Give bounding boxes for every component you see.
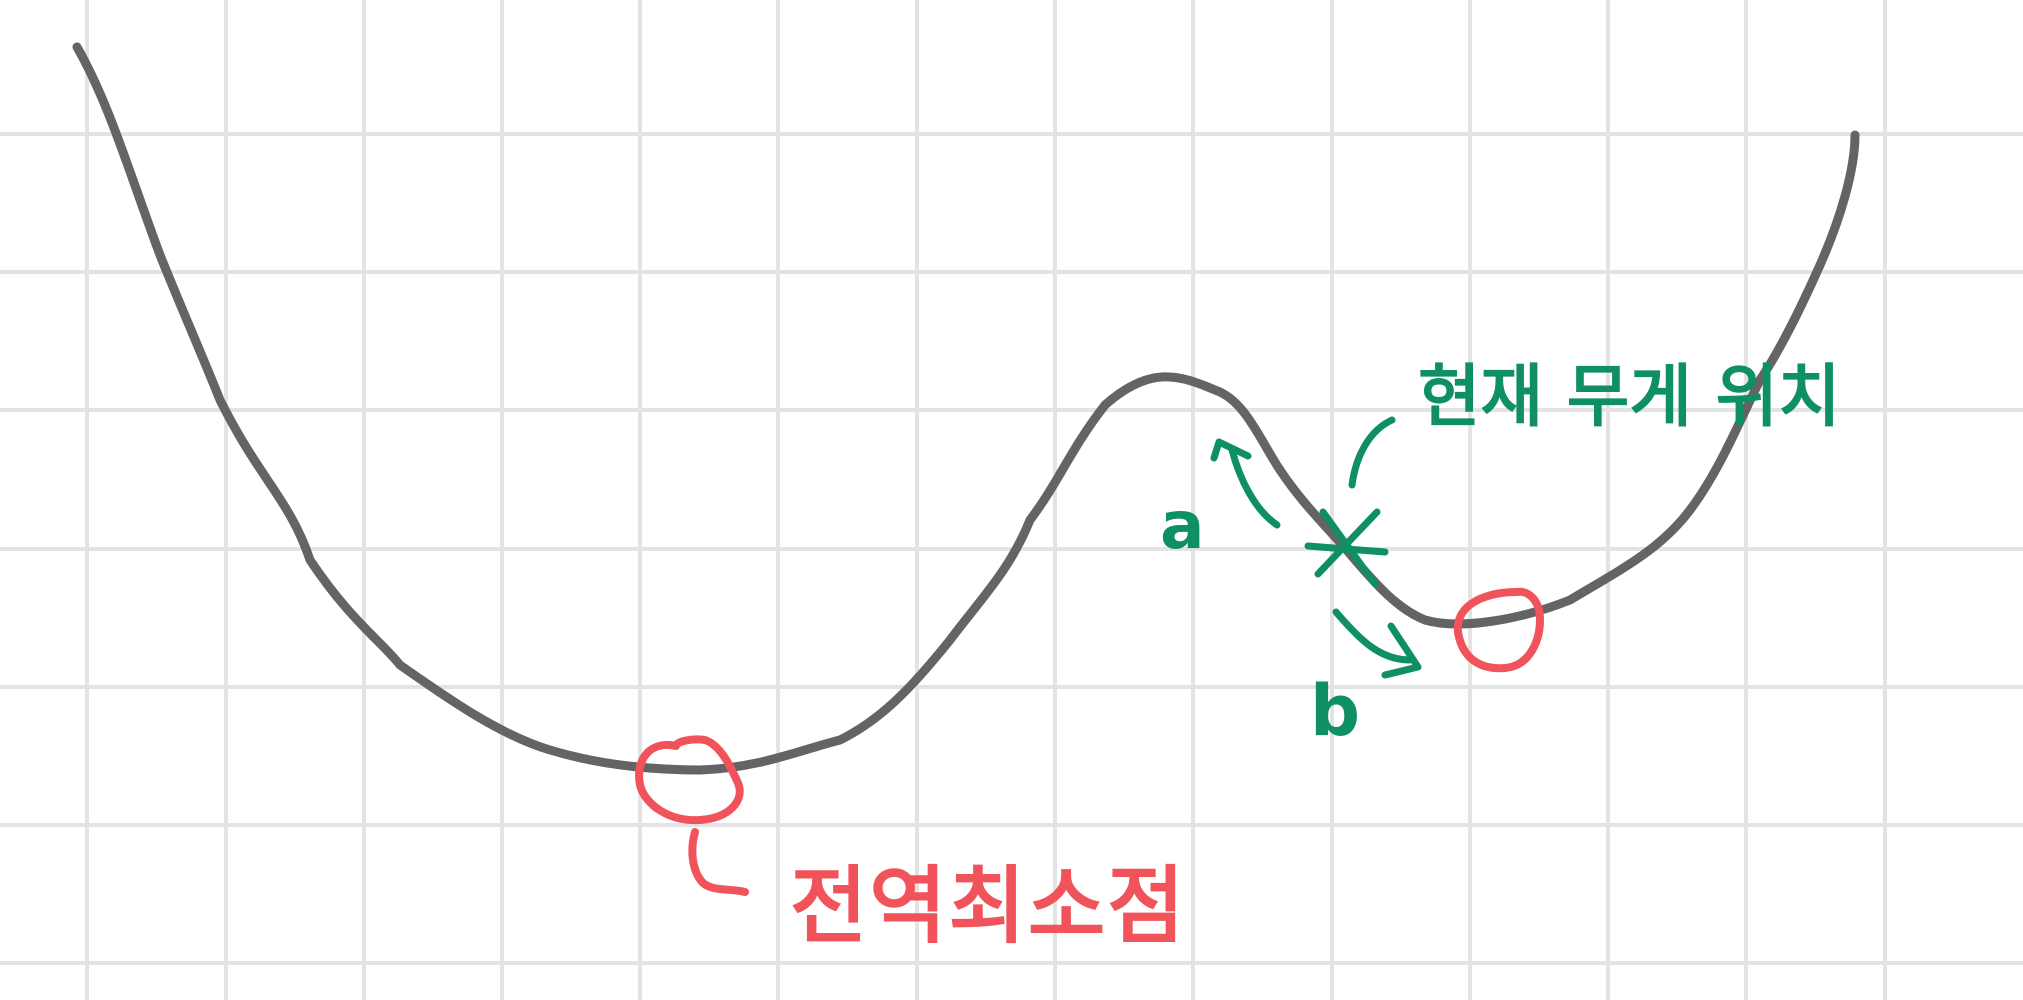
global-minimum-pointer — [688, 828, 749, 896]
current-position-pointer — [1348, 416, 1396, 489]
direction-a-label: a — [1160, 487, 1205, 564]
direction-a-arrow — [1210, 438, 1281, 529]
current-position-label: 현재 무게 위치 — [1418, 358, 1841, 437]
global-minimum-label: 전역최소점 — [790, 857, 1186, 955]
direction-b-arrow — [1332, 608, 1422, 679]
loss-curve — [72, 42, 1860, 775]
current-position-marker — [1304, 508, 1389, 588]
local-minimum-circle — [1453, 587, 1544, 673]
global-minimum-circle — [635, 735, 744, 825]
direction-b-label: b — [1310, 670, 1360, 752]
